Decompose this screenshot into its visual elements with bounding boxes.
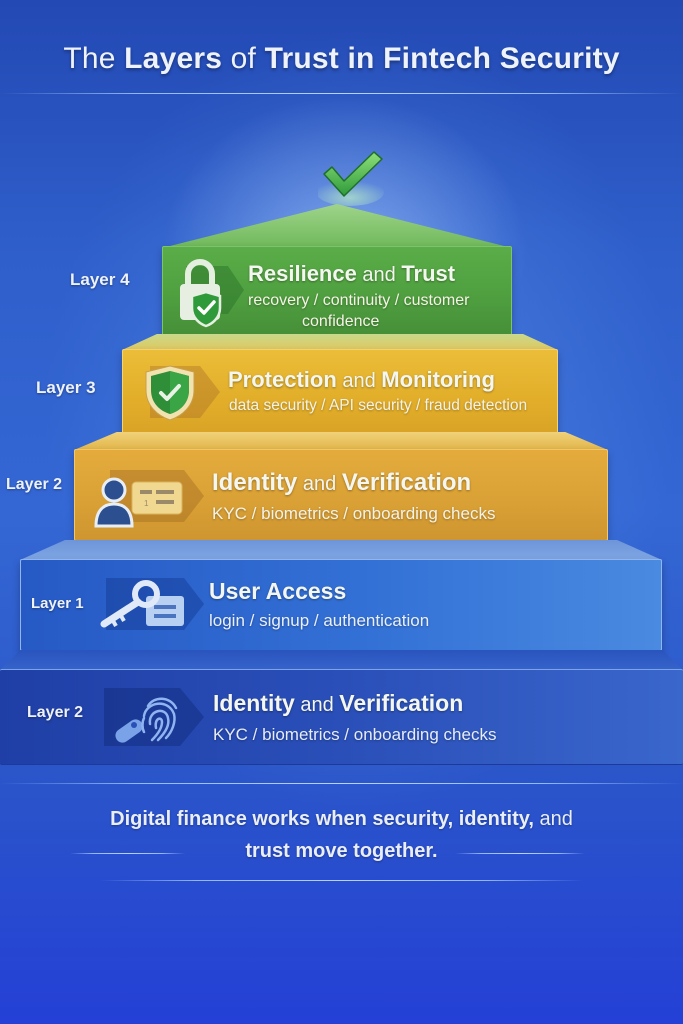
fingerprint-icon [104,688,204,746]
layer-4-block [162,246,512,336]
heading-bold: Protection [228,367,337,392]
tagline-bold: Digital finance works when [110,808,367,830]
layer-label: Layer 4 [70,270,130,289]
roof-top [162,204,512,248]
heading-bold: User Access [209,578,347,604]
layer-heading: Resilience and Trust [248,261,455,287]
layer-subtitle: confidence [302,313,380,330]
page-title: The Layers of Trust in Fintech Security [0,42,683,76]
heading-bold: Trust [401,261,456,286]
title-part: The [63,42,125,75]
layer-label: Layer 2 [6,476,63,493]
layer-heading: Identity and Verification [213,690,463,717]
layer-subtitle: login / signup / authentication [209,611,430,630]
layer-label: Layer 3 [36,378,96,397]
heading-bold: Identity [213,690,295,716]
title-part: Layers [124,42,223,75]
heading-connector: and [294,694,340,716]
footer-left-rule [70,853,185,854]
title-part: Trust in Fintech Security [264,42,620,75]
heading-bold: Verification [341,469,472,496]
layer-subtitle: recovery / continuity / customer [248,292,470,309]
heading-bold: Identity [212,469,298,496]
tagline-light: and [533,808,573,830]
title-part: of [222,42,265,75]
layer-subtitle: KYC / biometrics / onboarding checks [212,504,496,523]
base-block [0,669,683,765]
footer-right-rule [455,853,585,854]
base-top [0,650,683,670]
layer-3-top [122,334,558,350]
svg-text:1: 1 [144,499,149,508]
padlock-shield-check-icon [180,259,244,328]
layer-subtitle: KYC / biometrics / onboarding checks [213,725,497,744]
layer-1-top [20,540,662,560]
layer-heading: User Access [209,578,346,605]
user-id-card-icon: 1 [94,470,204,528]
key-card-icon [100,578,204,630]
title-divider [0,93,683,94]
heading-connector: and [356,264,402,286]
layer-label: Layer 2 [27,704,84,721]
shield-check-icon [145,365,220,421]
footer-tagline-line2: trust move together. [0,840,683,863]
tagline-bold: trust move together. [245,840,438,862]
heading-connector: and [297,473,342,495]
footer-bottom-divider [100,880,583,881]
layer-label: Layer 1 [31,595,84,612]
tagline-bold: security, identity, [366,808,534,830]
layer-heading: Identity and Verification [212,469,471,497]
layer-subtitle: data security / API security / fraud det… [229,397,528,414]
footer-top-divider [0,783,683,784]
checkmark-icon [318,151,384,206]
heading-connector: and [336,370,382,392]
heading-bold: Monitoring [381,367,495,392]
layer-2-top [74,432,608,450]
heading-bold: Resilience [248,261,357,286]
footer-tagline-line1: Digital finance works when security, ide… [0,808,683,831]
heading-bold: Verification [339,690,464,716]
layer-3-block [122,349,558,434]
layer-heading: Protection and Monitoring [228,367,495,393]
